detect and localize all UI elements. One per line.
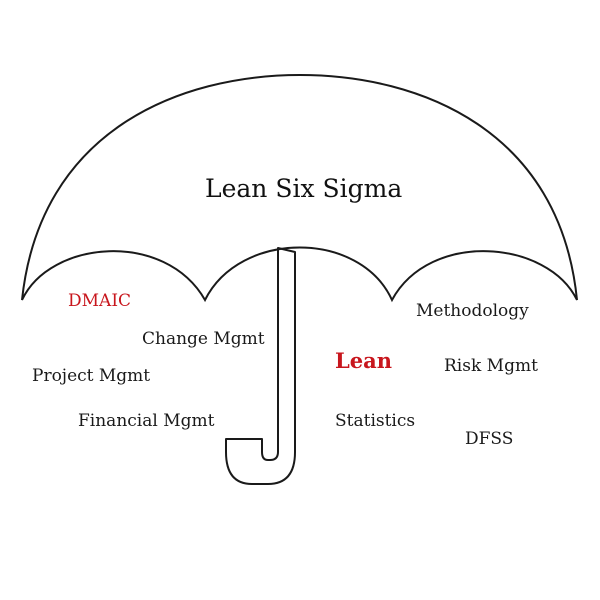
label-lean: Lean xyxy=(335,348,393,373)
umbrella-handle xyxy=(225,247,296,485)
label-risk-mgmt: Risk Mgmt xyxy=(444,356,538,376)
label-statistics: Statistics xyxy=(335,411,416,431)
label-financial-mgmt: Financial Mgmt xyxy=(78,411,215,431)
umbrella-canopy xyxy=(21,73,578,303)
label-project-mgmt: Project Mgmt xyxy=(32,366,151,386)
label-dfss: DFSS xyxy=(465,429,514,449)
diagram-title: Lean Six Sigma xyxy=(205,174,403,203)
label-change-mgmt: Change Mgmt xyxy=(142,329,265,349)
label-dmaic: DMAIC xyxy=(68,291,132,311)
label-methodology: Methodology xyxy=(416,301,529,321)
